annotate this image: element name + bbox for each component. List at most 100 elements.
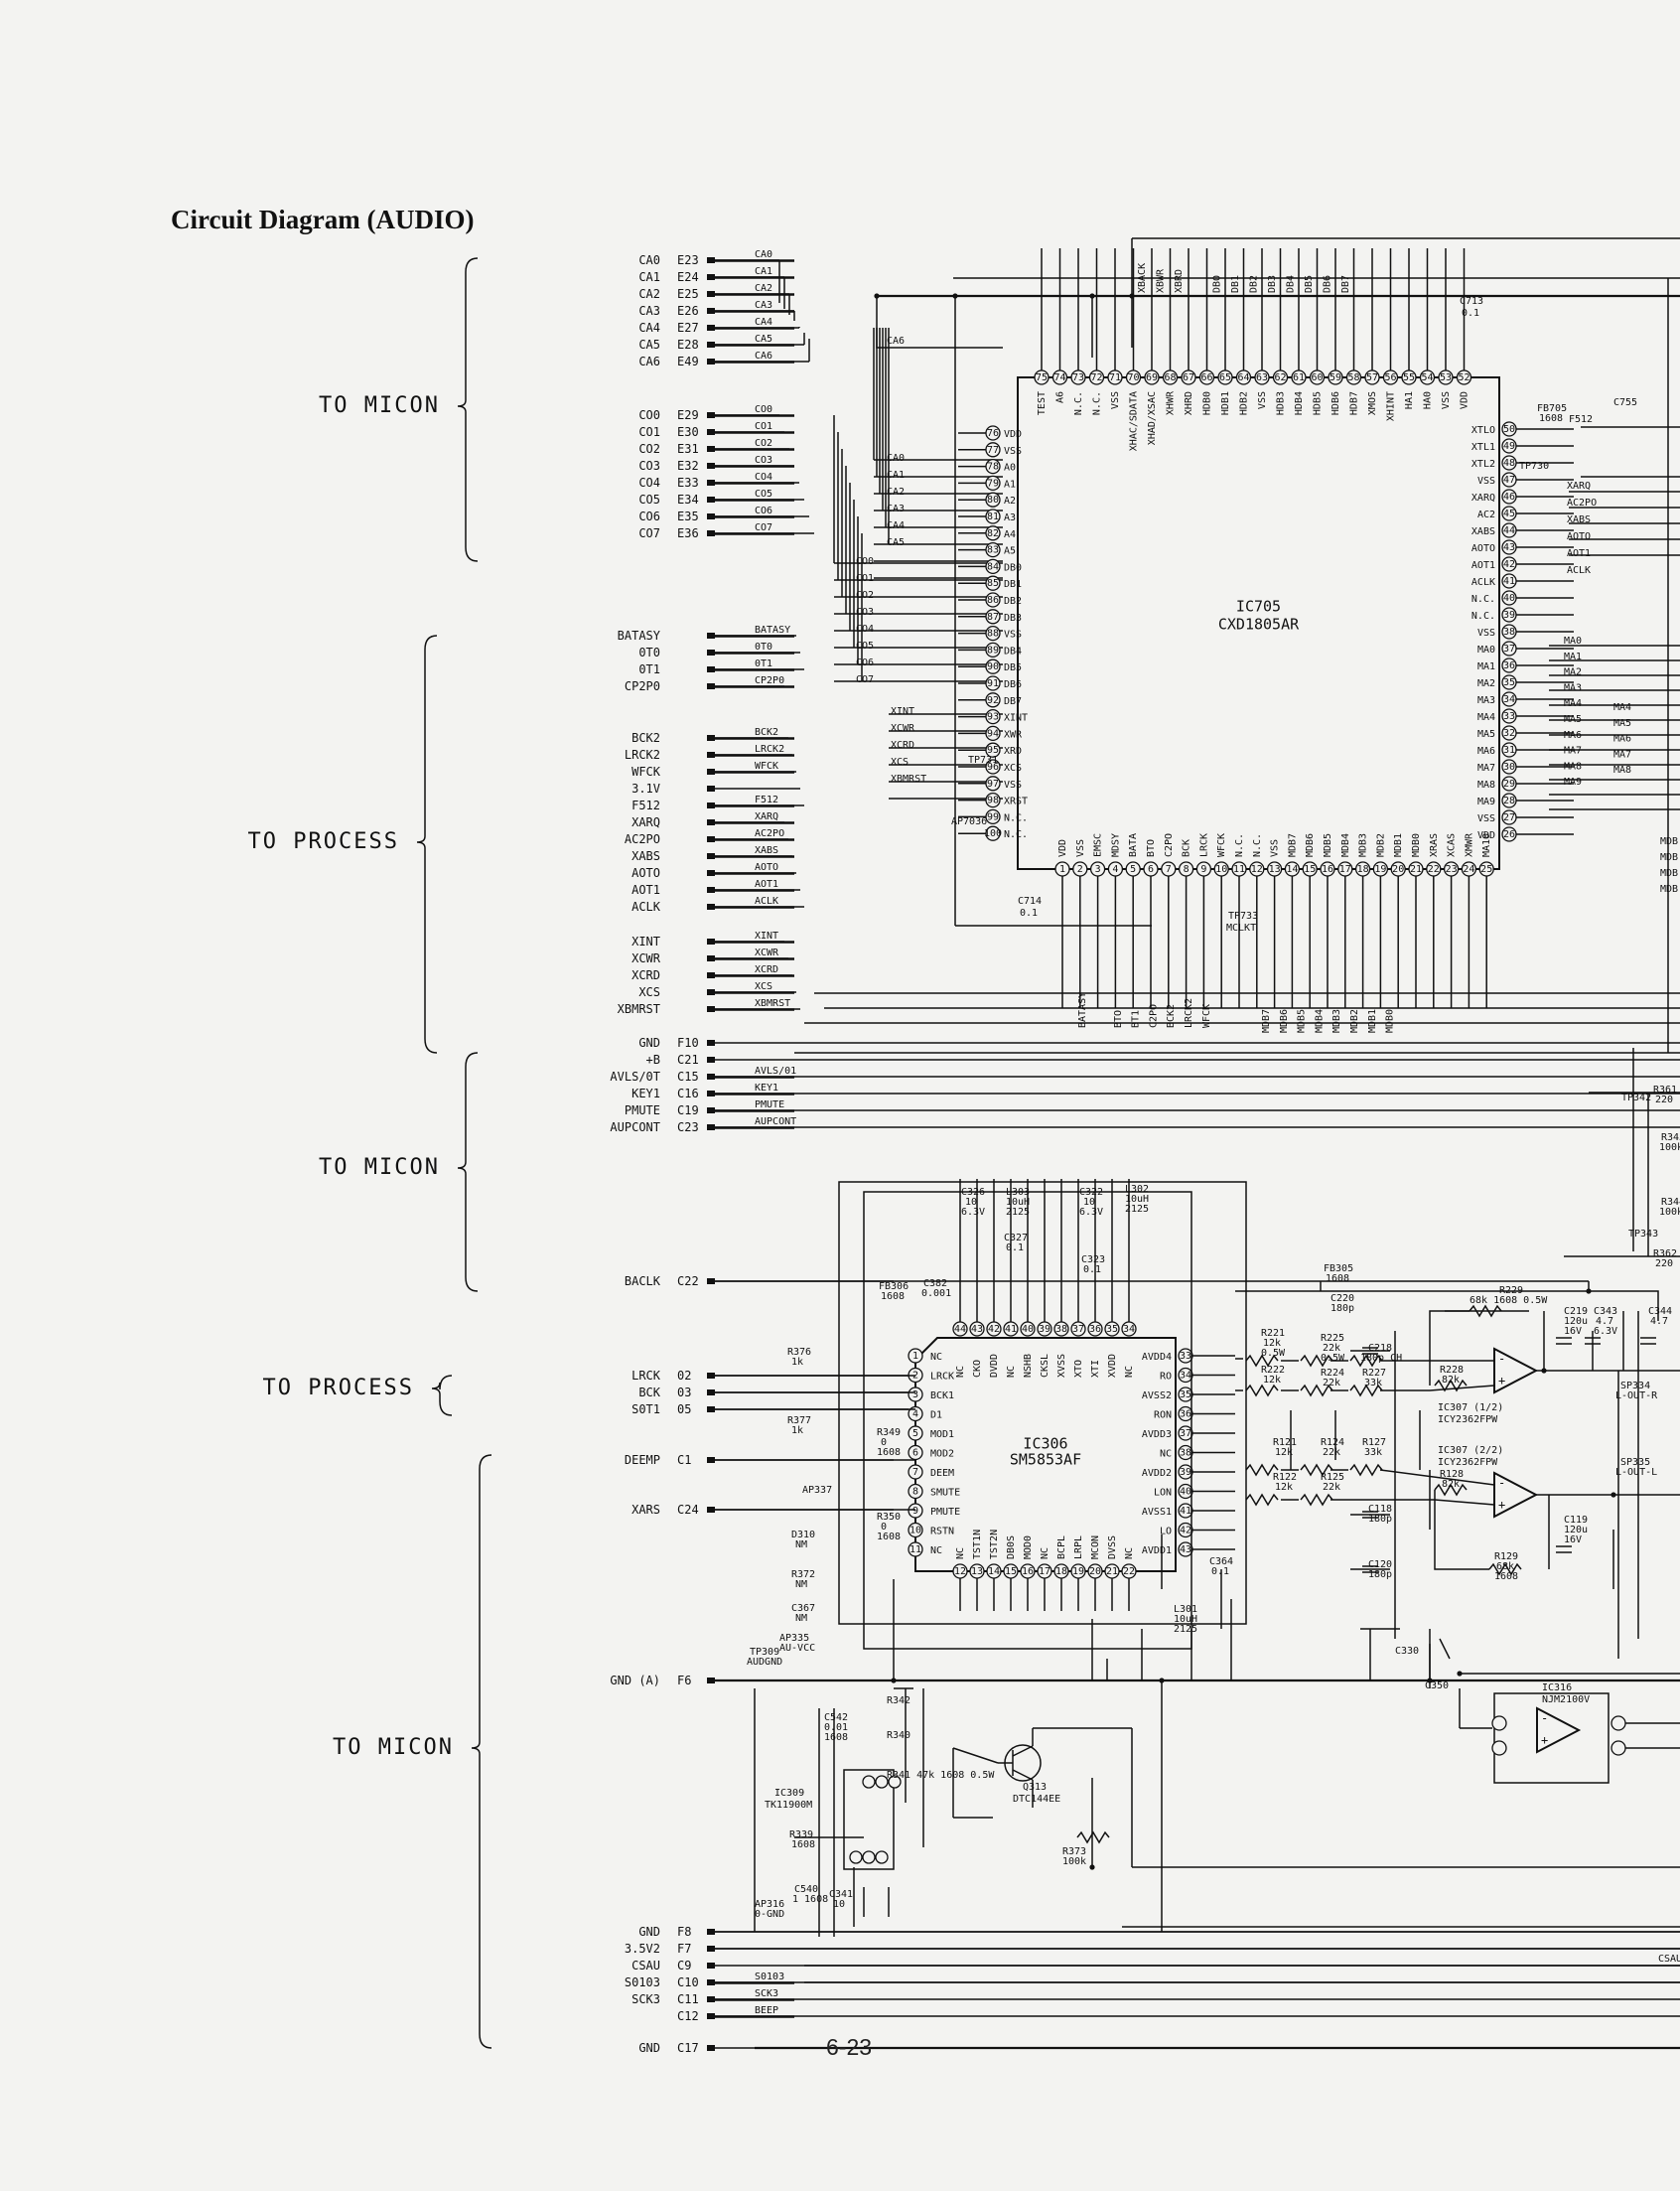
- terminal-marker: [707, 480, 715, 486]
- net-label: XCRD: [755, 964, 778, 975]
- ic705-pin-name: XRST: [1004, 797, 1028, 807]
- right-bus-label: MA1: [1564, 652, 1582, 662]
- component-label: C713: [1460, 296, 1483, 307]
- ic705-pin-number: 27: [1503, 812, 1515, 823]
- ic306-pin-name: TST1N: [972, 1530, 983, 1559]
- terminal-marker: [707, 1124, 715, 1130]
- ic306-pin-number: 39: [1180, 1467, 1191, 1478]
- ic705-pin-name: TEST: [1037, 391, 1048, 415]
- connector-pin-code: E27: [677, 321, 699, 335]
- ic306-pin-number: 22: [1123, 1566, 1135, 1577]
- ic306-pin-name: AVDD3: [1142, 1429, 1172, 1440]
- component-label: R227: [1362, 1368, 1386, 1379]
- ic705-pin-name: DB2: [1004, 596, 1022, 607]
- ic705-pin-name: AC2: [1477, 510, 1495, 520]
- component-label: 12k: [1275, 1482, 1293, 1493]
- net-label: CA3: [755, 300, 772, 311]
- ic705-pin-name: VSS: [1257, 391, 1268, 409]
- component-label: IC307 (1/2): [1438, 1402, 1503, 1413]
- terminal-marker: [707, 1057, 715, 1063]
- resistor: [1300, 1493, 1333, 1507]
- ic705-pin-number: 56: [1384, 372, 1396, 383]
- bus-net-label: CO0: [856, 556, 874, 567]
- ic705-pin-name: MA8: [1477, 780, 1495, 791]
- ic705-pin-number: 59: [1330, 372, 1341, 383]
- terminal-marker: [707, 683, 715, 689]
- net-label: CA6: [755, 351, 772, 362]
- terminal-marker: [707, 1107, 715, 1113]
- bus-net-label: CA5: [887, 537, 905, 548]
- net-label: WFCK: [755, 761, 778, 772]
- connector-pin-code: E49: [677, 355, 699, 368]
- ic705-pin-number: 72: [1090, 372, 1102, 383]
- connector-pin-name: CA6: [638, 355, 660, 368]
- terminal-marker: [707, 291, 715, 297]
- connector-pin-code: C22: [677, 1274, 699, 1288]
- right-bus-label: MDB: [1660, 884, 1678, 895]
- group-label: TO PROCESS: [263, 1376, 414, 1400]
- component-label: 0.1: [1020, 908, 1038, 919]
- component-label: C323: [1081, 1254, 1105, 1265]
- net-label: AUPCONT: [755, 1116, 796, 1127]
- right-bus-label: MA8: [1564, 761, 1582, 772]
- component-label: R229: [1499, 1285, 1523, 1296]
- component-label: 33k: [1364, 1378, 1382, 1388]
- component-label: 0.01: [824, 1722, 848, 1733]
- ic705-pin-name: XTL2: [1471, 459, 1495, 470]
- component-label: 1608: [824, 1732, 848, 1743]
- component-label: SP335: [1620, 1457, 1650, 1468]
- connector-pin-code: F10: [677, 1036, 699, 1050]
- ic705-pin-name: MDB5: [1323, 833, 1333, 857]
- ic705-pin-number: 6: [1148, 864, 1154, 875]
- component-label: C542: [824, 1712, 848, 1723]
- connector-pin-code: C24: [677, 1503, 699, 1517]
- net-label: CO3: [755, 455, 772, 466]
- component-label: NM: [795, 1613, 807, 1624]
- ic306-pin-number: 17: [1039, 1566, 1050, 1577]
- component-label: C120: [1368, 1559, 1392, 1570]
- top-bus-label: DB4: [1286, 275, 1297, 293]
- component-label: DTC144EE: [1013, 1794, 1060, 1805]
- component-label: 10uH: [1174, 1614, 1197, 1625]
- ic705-pin-number: 71: [1109, 372, 1121, 383]
- ic705-pin-number: 8: [1184, 864, 1190, 875]
- bottom-bus-label: LRCK2: [1184, 998, 1194, 1028]
- component-label: 0.1: [1211, 1566, 1229, 1577]
- ic705-pin-number: 48: [1503, 458, 1515, 469]
- component-label: NM: [795, 1579, 807, 1590]
- resistor: [1300, 1384, 1333, 1397]
- ic705-pin-name: EMSC: [1093, 833, 1104, 857]
- component-label: 0-GND: [755, 1909, 784, 1920]
- terminal-marker: [707, 1389, 715, 1395]
- ic705-pin-number: 57: [1366, 372, 1378, 383]
- ic309-body: [843, 1769, 895, 1870]
- ic705-pin-number: 58: [1347, 372, 1359, 383]
- terminal-marker: [707, 513, 715, 519]
- ic306-pin-name: XTI: [1090, 1360, 1101, 1378]
- ic705-pin-name: MA4: [1477, 712, 1495, 723]
- connector-pin-name: PMUTE: [625, 1103, 660, 1117]
- component-label: R339: [789, 1829, 813, 1840]
- right-bus-label: MA7: [1564, 746, 1582, 757]
- ic306-pin: [908, 1387, 923, 1402]
- ic306-pin-number: 10: [910, 1526, 921, 1536]
- ic705-pin-number: 43: [1503, 542, 1515, 553]
- group-label: TO MICON: [319, 1155, 440, 1180]
- group-brace: [457, 1052, 479, 1292]
- ic705-pin-name: A1: [1004, 479, 1016, 490]
- terminal-marker: [707, 1963, 715, 1969]
- ic306-pin-number: 33: [1180, 1351, 1191, 1362]
- net-label: SCK3: [755, 1988, 778, 1999]
- ic705-pin-number: 100: [984, 828, 1002, 839]
- ic306-pin: [908, 1483, 923, 1500]
- component-label: NM: [795, 1539, 807, 1550]
- connector-pin-code: E29: [677, 408, 699, 422]
- connector-pin-code: C10: [677, 1975, 699, 1989]
- component-label: C350: [1425, 1680, 1449, 1691]
- connector-pin-name: CO6: [638, 510, 660, 523]
- ic705-pin-number: 67: [1183, 372, 1194, 383]
- bottom-bus-label: MDB4: [1314, 1009, 1325, 1033]
- ic705-pin-name: MDSY: [1110, 833, 1121, 857]
- ic306-pin-name: D1: [930, 1410, 942, 1421]
